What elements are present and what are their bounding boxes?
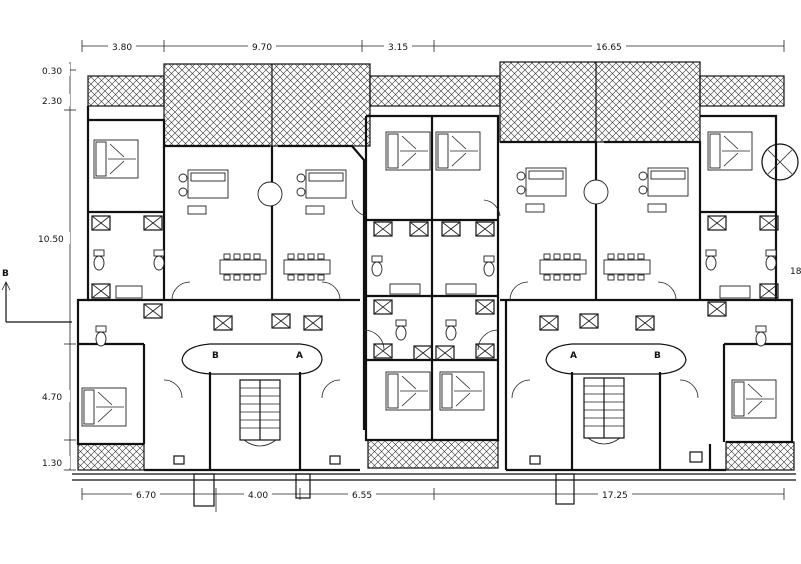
round-tables [257, 179, 609, 207]
section-marker: B [1, 269, 72, 323]
pillars [193, 473, 575, 507]
dim-left-3: 10.50 [38, 235, 64, 245]
right-edge-label: 18 [790, 267, 801, 277]
dim-left-5: 1.30 [42, 459, 62, 469]
walls [72, 106, 796, 481]
landing-labels: B A A B [212, 351, 661, 361]
terraces [77, 61, 795, 471]
dimension-lines [64, 40, 785, 512]
door-swings [163, 199, 699, 399]
label-stair-2: A [296, 351, 303, 361]
label-stair-1: B [212, 351, 219, 361]
staircases [239, 377, 625, 447]
dim-top-4: 16.65 [596, 43, 622, 53]
dining-tables [219, 253, 651, 281]
sofa-furniture [178, 167, 689, 215]
dim-top-3: 3.15 [388, 43, 408, 53]
dim-bottom-3: 6.55 [352, 491, 372, 501]
dim-left-1: 0.30 [42, 67, 62, 77]
dim-left-2: 2.30 [42, 97, 62, 107]
dim-bottom-2: 4.00 [248, 491, 268, 501]
left-dimension-labels: 0.30 2.30 10.50 4.70 1.30 [36, 64, 70, 469]
dim-left-4: 4.70 [42, 393, 62, 403]
dim-top-1: 3.80 [112, 43, 132, 53]
fixtures [91, 215, 779, 465]
label-stair-4: B [654, 351, 661, 361]
dim-top-2: 9.70 [252, 43, 272, 53]
landings [181, 343, 687, 375]
bottom-dimension-labels: 6.70 4.00 6.55 17.25 [132, 489, 632, 501]
section-marker-label: B [2, 269, 9, 279]
label-stair-3: A [570, 351, 577, 361]
bay-window [761, 143, 799, 181]
dim-bottom-4: 17.25 [602, 491, 628, 501]
top-dimension-labels: 3.80 9.70 3.15 16.65 [108, 41, 626, 53]
dim-bottom-1: 6.70 [136, 491, 156, 501]
